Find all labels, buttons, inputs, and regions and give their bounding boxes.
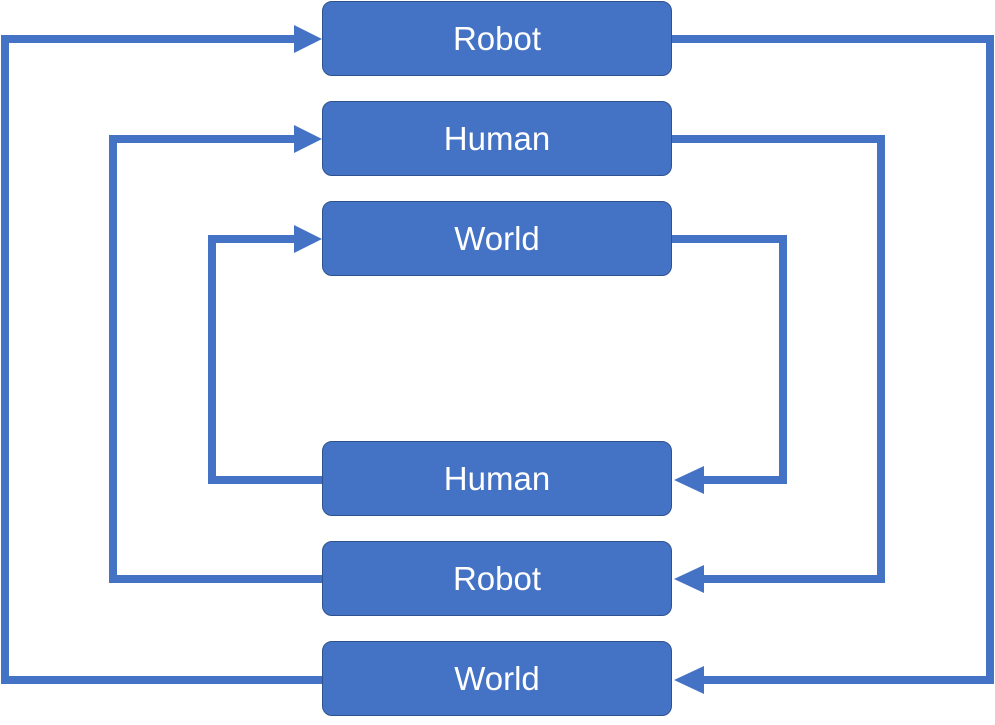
connector-robot-to-world: [672, 35, 994, 684]
node-human-bottom: Human: [322, 441, 672, 516]
node-world-top: World: [322, 201, 672, 276]
arrowhead-into-bottom-world: [674, 666, 704, 694]
node-label: Human: [443, 119, 551, 157]
arrowhead-into-top-human: [294, 125, 322, 153]
arrowhead-into-top-world: [294, 225, 322, 253]
node-world-bottom: World: [322, 641, 672, 716]
node-label: Human: [443, 459, 551, 497]
node-human-top: Human: [322, 101, 672, 176]
node-label: World: [454, 659, 540, 697]
connector-world-to-human: [672, 235, 787, 484]
connector-human-to-robot: [672, 135, 885, 583]
connector-world-to-robot: [1, 35, 322, 684]
connector-robot-to-human: [109, 135, 322, 583]
arrowhead-into-bottom-robot: [674, 565, 704, 593]
node-label: Robot: [452, 559, 542, 597]
arrowhead-into-bottom-human: [674, 466, 704, 494]
node-robot-top: Robot: [322, 1, 672, 76]
connector-human-to-world: [208, 235, 322, 484]
node-label: Robot: [452, 19, 542, 57]
node-label: World: [454, 219, 540, 257]
node-robot-bottom: Robot: [322, 541, 672, 616]
arrowhead-into-top-robot: [294, 25, 322, 53]
